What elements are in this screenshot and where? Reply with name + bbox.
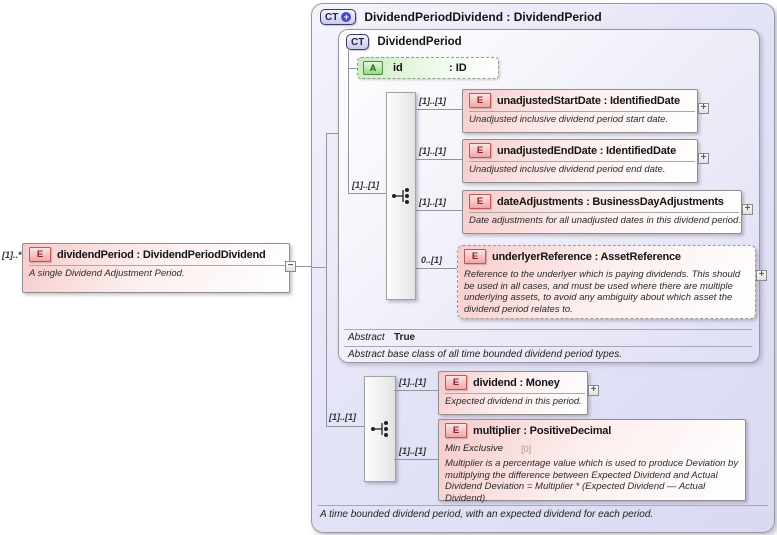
attribute-icon: A [363,61,383,75]
connector-line [326,133,338,134]
element-icon: E [469,93,491,108]
element-unadjustedStartDate[interactable]: E unadjustedStartDate : IdentifiedDate U… [462,89,698,133]
connector-line [348,68,357,69]
facet-value: [0] [521,443,532,454]
element-annotation: Unadjusted inclusive dividend period end… [469,164,666,175]
element-title: underlyerReference : AssetReference [492,250,681,263]
element-title: unadjustedStartDate : IdentifiedDate [497,94,680,107]
element-icon: E [469,194,491,209]
ct-label: CT [325,11,339,23]
divider [344,346,752,347]
element-title: dividend : Money [473,376,560,389]
sequence-icon [371,421,388,437]
abstract-label: Abstract [348,332,385,343]
expand-toggle[interactable]: + [698,153,709,164]
element-icon: E [29,247,51,262]
attribute-id[interactable]: A id : ID [357,57,499,79]
element-title: dateAdjustments : BusinessDayAdjustments [497,195,724,208]
collapse-toggle[interactable]: − [285,261,296,272]
element-annotation: Multiplier is a percentage value which i… [445,458,739,504]
sequence-icon [392,188,409,204]
connector-line [414,210,462,211]
cardinality-label: 0..[1] [421,255,443,265]
facet-label: Min Exclusive [445,443,504,454]
connector-line [348,193,386,194]
element-icon: E [445,375,467,390]
element-annotation: Expected dividend in this period. [445,396,582,407]
sequence-connector[interactable] [386,92,416,300]
complextype-icon: CT+ [320,9,357,25]
connector-line [348,50,349,194]
cardinality-label: [1]..[1] [419,146,446,156]
attribute-name: id [393,62,403,74]
element-title: unadjustedEndDate : IdentifiedDate [497,144,676,157]
sequence-connector[interactable] [364,376,396,482]
element-title: dividendPeriod : DividendPeriodDividend [57,248,266,261]
connector-line [394,390,438,391]
element-dividend[interactable]: E dividend : Money Expected dividend in … [438,371,588,415]
cardinality-label: [1]..[1] [352,180,379,190]
cardinality-label: [1]..[1] [329,412,356,422]
element-multiplier[interactable]: E multiplier : PositiveDecimal Min Exclu… [438,419,746,504]
attribute-type: : ID [449,62,467,74]
derived-plus-icon: + [341,12,352,22]
abstract-value: True [394,332,416,343]
connector-line [326,426,364,427]
cardinality-label: [1]..[1] [399,446,426,456]
expand-toggle[interactable]: + [742,204,753,215]
cardinality-label: [1]..* [2,250,22,260]
complextype-icon: CT [346,34,370,50]
divider [318,505,768,506]
connector-line [414,159,462,160]
connector-line [394,459,438,460]
basetype-annotation: Abstract base class of all time bounded … [348,349,623,360]
complextype-annotation: A time bounded dividend period, with an … [320,509,654,520]
element-annotation: Unadjusted inclusive dividend period sta… [469,114,669,125]
connector-line [312,267,326,268]
element-dividendPeriod[interactable]: E dividendPeriod : DividendPeriodDividen… [22,243,290,293]
connector-line [414,268,457,269]
element-unadjustedEndDate[interactable]: E unadjustedEndDate : IdentifiedDate Una… [462,139,698,183]
divider [469,212,739,213]
complextype-DividendPeriod: CT DividendPeriod A id : ID [1]..[1] [338,29,767,363]
divider [469,161,695,162]
element-annotation: Reference to the underlyer which is payi… [464,269,741,315]
connector-line [414,109,462,110]
cardinality-label: [1]..[1] [419,197,446,207]
connector-line [326,133,327,427]
element-icon: E [464,249,486,264]
expand-toggle[interactable]: + [698,103,709,114]
expand-toggle[interactable]: + [756,270,767,281]
element-annotation: Date adjustments for all unadjusted date… [469,215,741,226]
divider [344,329,752,330]
divider [469,111,695,112]
cardinality-label: [1]..[1] [419,96,446,106]
element-title: multiplier : PositiveDecimal [473,424,612,437]
complextype-DividendPeriodDividend: CT+ DividendPeriodDividend : DividendPer… [311,3,775,533]
basetype-title: DividendPeriod [377,36,462,48]
element-icon: E [469,143,491,158]
element-dateAdjustments[interactable]: E dateAdjustments : BusinessDayAdjustmen… [462,190,742,234]
ct-label: CT [351,36,365,48]
divider [29,265,287,266]
element-annotation: A single Dividend Adjustment Period. [29,268,185,279]
element-icon: E [445,423,467,438]
divider [445,393,585,394]
cardinality-label: [1]..[1] [399,377,426,387]
complextype-title: DividendPeriodDividend : DividendPeriod [364,10,602,24]
expand-toggle[interactable]: + [588,385,599,396]
connector-line [296,266,311,267]
element-underlyerReference[interactable]: E underlyerReference : AssetReference Re… [457,245,756,319]
